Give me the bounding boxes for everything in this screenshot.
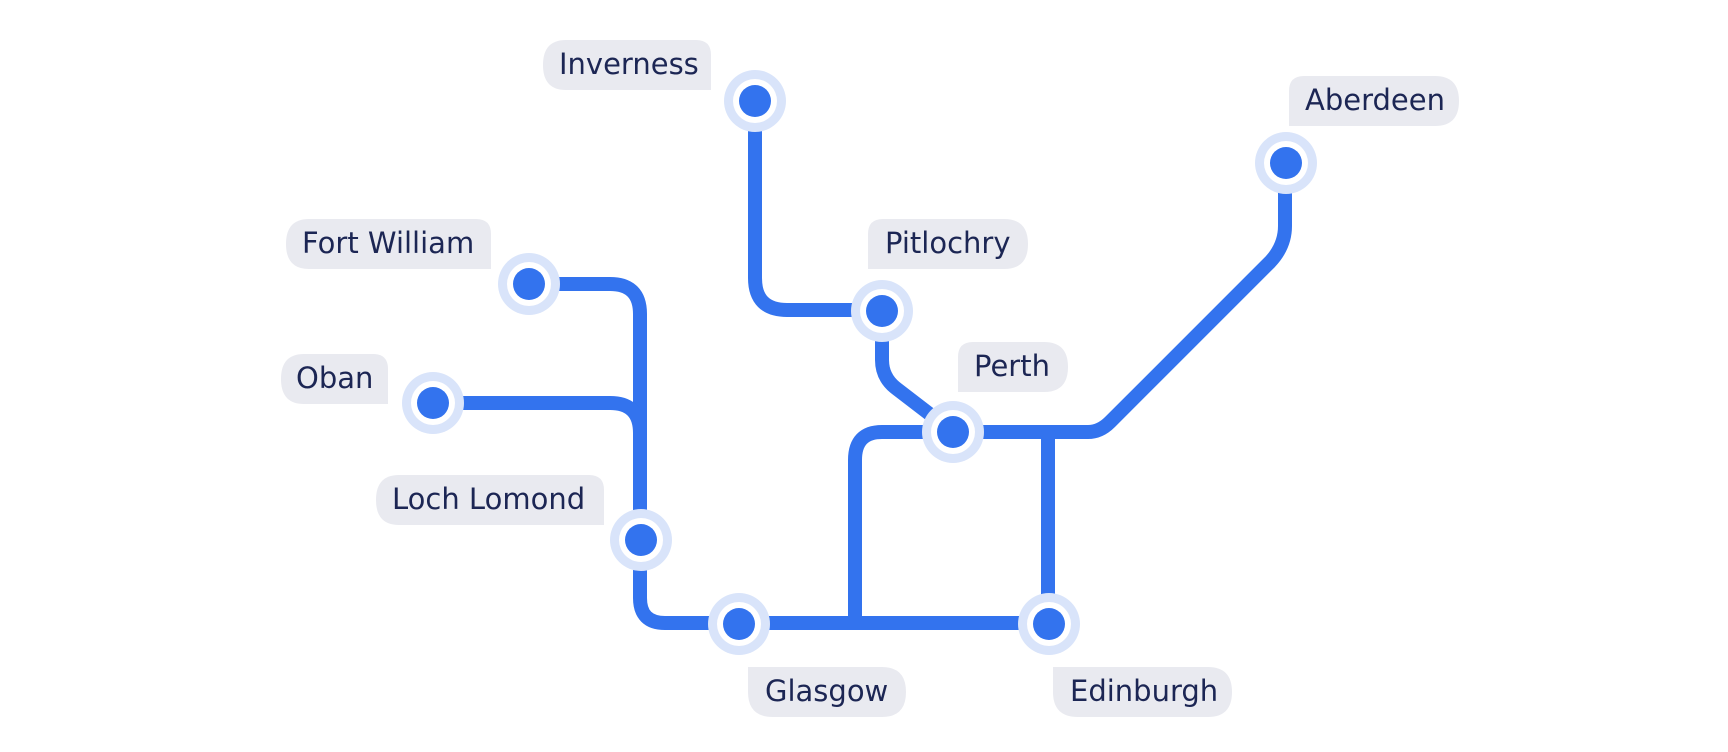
label-pitlochry: Pitlochry [868,219,1028,269]
label-bubble [868,219,1028,269]
label-bubble [281,354,388,404]
label-bubble [748,667,906,717]
station-dot [937,416,969,448]
route-inverness-pitlochry [748,93,889,317]
station-marker-loch-lomond[interactable] [610,509,672,571]
route-pitlochry-perth [875,303,960,439]
station-label-loch-lomond: Loch Lomond [392,482,585,516]
label-aberdeen: Aberdeen [1289,76,1459,126]
station-marker-inverness[interactable] [724,70,786,132]
label-bubble [1053,667,1232,717]
label-perth: Perth [958,342,1068,392]
route-oban-junction [426,396,647,440]
route-lines [426,93,1292,630]
station-label-aberdeen: Aberdeen [1305,83,1445,117]
label-fort-william: Fort William [286,219,491,269]
station-marker-perth[interactable] [922,401,984,463]
label-glasgow: Glasgow [748,667,906,717]
station-dot [625,524,657,556]
station-marker-pitlochry[interactable] [851,280,913,342]
label-loch-lomond: Loch Lomond [376,475,604,525]
station-dot [1270,147,1302,179]
station-dot [866,295,898,327]
station-label-oban: Oban [296,361,373,395]
label-bubble [543,40,711,90]
station-dot [723,608,755,640]
label-bubble [958,342,1068,392]
route-perth-glasgow-loop [848,425,960,630]
station-label-pitlochry: Pitlochry [885,226,1011,260]
station-labels: Inverness Aberdeen Fort William Pitlochr… [281,40,1459,717]
label-bubble [1289,76,1459,126]
label-oban: Oban [281,354,388,404]
station-dot [1033,608,1065,640]
station-marker-aberdeen[interactable] [1255,132,1317,194]
station-dot [417,387,449,419]
station-label-perth: Perth [974,349,1050,383]
station-marker-oban[interactable] [402,372,464,434]
station-marker-edinburgh[interactable] [1018,593,1080,655]
station-label-inverness: Inverness [559,47,699,81]
label-edinburgh: Edinburgh [1053,667,1232,717]
label-bubble [286,219,491,269]
route-perth-aberdeen [946,155,1292,439]
station-dot [739,85,771,117]
route-loch-lomond-edinburgh [633,533,1055,630]
station-label-fort-william: Fort William [302,226,474,260]
route-fort-william-loch-lomond [522,277,647,547]
label-inverness: Inverness [543,40,711,90]
station-marker-glasgow[interactable] [708,593,770,655]
station-label-glasgow: Glasgow [765,674,888,708]
label-bubble [376,475,604,525]
station-label-edinburgh: Edinburgh [1070,674,1218,708]
station-dot [513,268,545,300]
station-markers [402,70,1317,655]
station-marker-fort-william[interactable] [498,253,560,315]
